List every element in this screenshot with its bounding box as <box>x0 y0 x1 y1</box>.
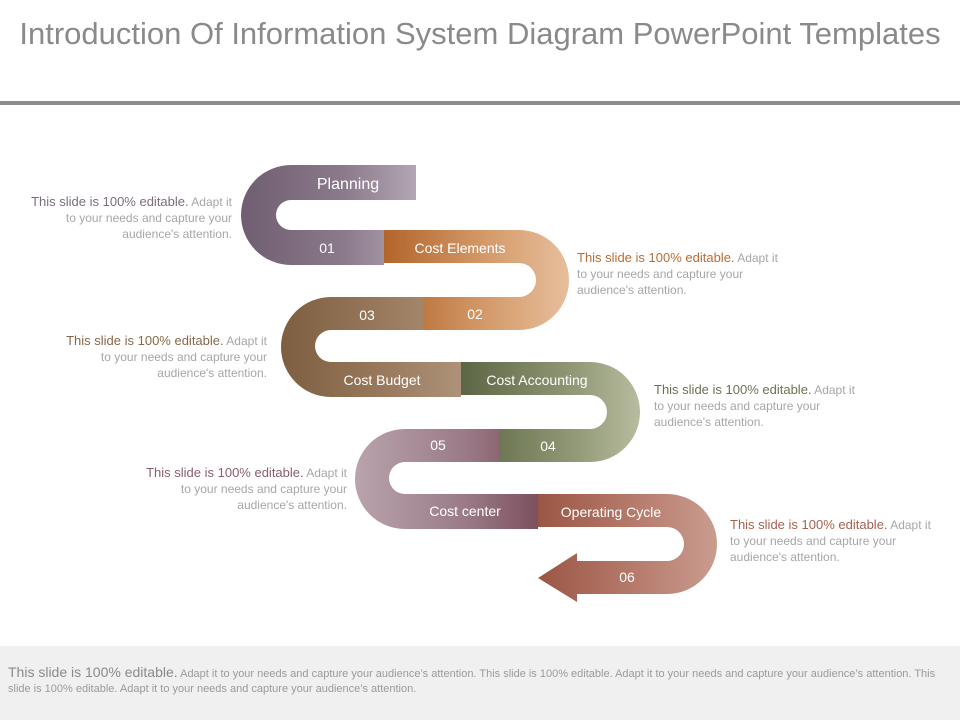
step-number-01: 01 <box>319 240 335 256</box>
step-label-cost-center: Cost center <box>429 503 501 519</box>
step-label-cost-elements: Cost Elements <box>414 240 505 256</box>
note-body: Adapt it to your needs and capture your … <box>577 251 778 297</box>
step-number-05: 05 <box>430 437 446 453</box>
note-cost-center: This slide is 100% editable. Adapt it to… <box>137 465 347 513</box>
note-body: Adapt it to your needs and capture your … <box>654 383 855 429</box>
step-label-cost-accounting: Cost Accounting <box>486 372 587 388</box>
segment-cost-budget <box>281 297 461 397</box>
note-cost-elements: This slide is 100% editable. Adapt it to… <box>577 250 787 298</box>
page-title: Introduction Of Information System Diagr… <box>19 16 941 51</box>
segment-cost-elements <box>384 230 569 330</box>
note-planning: This slide is 100% editable. Adapt it to… <box>22 194 232 242</box>
step-number-03: 03 <box>359 307 375 323</box>
note-lead: This slide is 100% editable. <box>654 382 812 397</box>
footer-lead: This slide is 100% editable. <box>8 664 178 680</box>
segment-operating-cycle <box>538 494 717 602</box>
step-label-cost-budget: Cost Budget <box>343 372 420 388</box>
note-lead: This slide is 100% editable. <box>577 250 735 265</box>
segment-planning <box>241 165 416 265</box>
note-cost-budget: This slide is 100% editable. Adapt it to… <box>57 333 267 381</box>
note-operating-cycle: This slide is 100% editable. Adapt it to… <box>730 517 940 565</box>
note-lead: This slide is 100% editable. <box>146 465 304 480</box>
step-number-04: 04 <box>540 438 556 454</box>
segment-cost-accounting <box>461 362 640 462</box>
footer-body: Adapt it to your needs and capture your … <box>8 668 936 695</box>
note-lead: This slide is 100% editable. <box>66 333 224 348</box>
footer-text: This slide is 100% editable. Adapt it to… <box>8 665 938 697</box>
footer-band <box>0 646 960 720</box>
note-body: Adapt it to your needs and capture your … <box>730 518 931 564</box>
step-number-02: 02 <box>467 306 483 322</box>
segment-cost-center <box>355 429 538 529</box>
step-number-06: 06 <box>619 569 635 585</box>
note-body: Adapt it to your needs and capture your … <box>65 195 232 241</box>
note-lead: This slide is 100% editable. <box>31 194 189 209</box>
note-body: Adapt it to your needs and capture your … <box>100 334 267 380</box>
note-body: Adapt it to your needs and capture your … <box>180 466 347 512</box>
note-cost-accounting: This slide is 100% editable. Adapt it to… <box>654 382 864 430</box>
step-label-operating-cycle: Operating Cycle <box>561 504 662 520</box>
step-label-planning: Planning <box>317 176 379 193</box>
title-divider <box>0 101 960 105</box>
note-lead: This slide is 100% editable. <box>730 517 888 532</box>
